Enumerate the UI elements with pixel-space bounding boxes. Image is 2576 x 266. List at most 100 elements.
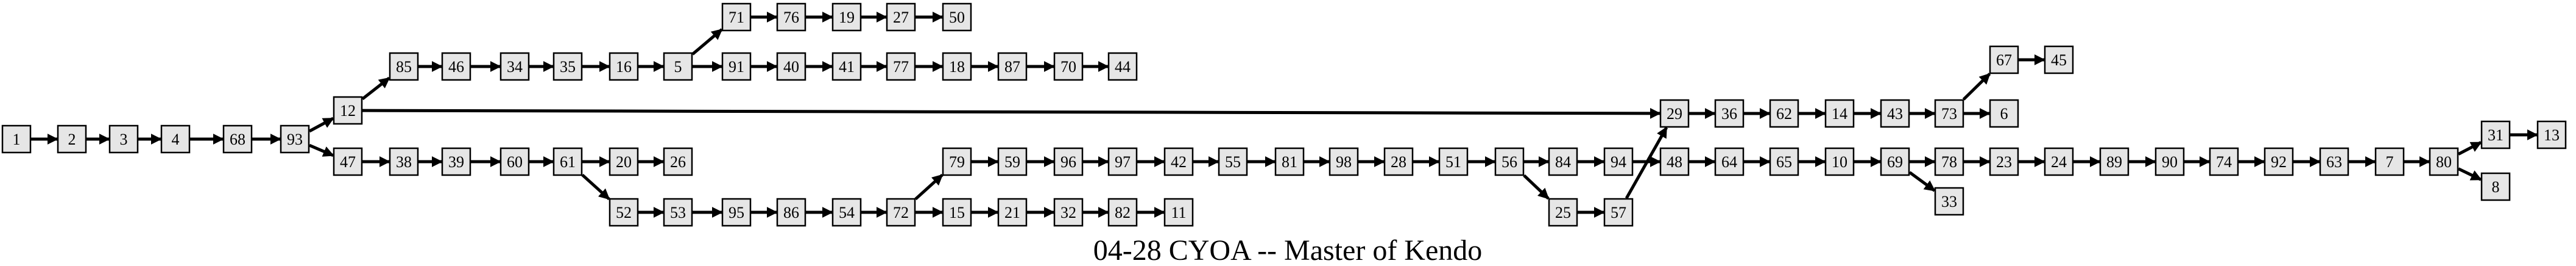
node-box <box>1494 147 1525 176</box>
node-12: 12 <box>333 96 363 125</box>
node-label: 24 <box>2051 153 2067 171</box>
node-box <box>1163 198 1194 227</box>
node-box <box>1329 147 1359 176</box>
node-box <box>1714 99 1745 128</box>
edges-layer <box>31 12 2538 218</box>
node-label: 84 <box>1555 153 1571 171</box>
node-box <box>2044 45 2074 74</box>
node-label: 4 <box>172 131 180 148</box>
node-label: 60 <box>507 153 523 171</box>
node-label: 40 <box>783 58 799 76</box>
node-69: 69 <box>1880 147 1910 176</box>
node-95: 95 <box>721 198 752 227</box>
node-box <box>886 52 916 81</box>
node-box <box>2536 120 2567 149</box>
node-71: 71 <box>721 2 752 32</box>
edge-80-to-31 <box>2457 141 2482 156</box>
node-box <box>663 147 693 176</box>
node-label: 48 <box>1667 153 1682 171</box>
node-box <box>389 52 419 81</box>
node-box <box>776 2 806 32</box>
node-label: 27 <box>893 9 909 26</box>
node-31: 31 <box>2480 120 2511 149</box>
node-box <box>1107 52 1138 81</box>
node-26: 26 <box>663 147 693 176</box>
node-label: 20 <box>616 153 632 171</box>
node-box <box>160 124 191 154</box>
node-label: 54 <box>839 204 855 221</box>
node-label: 39 <box>448 153 464 171</box>
node-80: 80 <box>2429 147 2459 176</box>
node-box <box>721 52 752 81</box>
node-label: 12 <box>340 102 356 120</box>
node-label: 41 <box>839 58 855 76</box>
node-box <box>2374 147 2405 176</box>
node-box <box>942 52 972 81</box>
node-82: 82 <box>1107 198 1138 227</box>
node-box <box>1053 198 1084 227</box>
node-label: 61 <box>560 153 576 171</box>
edge-12-to-29 <box>362 107 1661 119</box>
node-label: 8 <box>2492 178 2500 196</box>
node-label: 15 <box>949 204 965 221</box>
node-35: 35 <box>552 52 583 81</box>
node-72: 72 <box>886 198 916 227</box>
node-label: 67 <box>1996 51 2012 69</box>
node-box <box>1218 147 1248 176</box>
node-box <box>1603 147 1634 176</box>
node-box <box>2480 120 2511 149</box>
node-label: 50 <box>949 9 965 26</box>
node-label: 80 <box>2436 153 2452 171</box>
node-68: 68 <box>222 124 253 154</box>
node-box <box>721 2 752 32</box>
node-74: 74 <box>2209 147 2239 176</box>
node-box <box>1383 147 1414 176</box>
node-box <box>1989 147 2019 176</box>
node-label: 38 <box>396 153 412 171</box>
node-20: 20 <box>609 147 639 176</box>
node-box <box>1880 147 1910 176</box>
node-73: 73 <box>1934 99 1964 128</box>
edge-72-to-79 <box>914 173 944 201</box>
node-box <box>389 147 419 176</box>
node-box <box>1989 99 2019 128</box>
node-label: 32 <box>1060 204 1076 221</box>
edge-5-to-71 <box>691 28 723 56</box>
node-box <box>1934 187 1964 216</box>
node-3: 3 <box>108 124 139 154</box>
node-label: 3 <box>120 131 128 148</box>
node-52: 52 <box>609 198 639 227</box>
node-24: 24 <box>2044 147 2074 176</box>
edge-61-to-52 <box>581 173 610 201</box>
node-label: 14 <box>1832 105 1847 123</box>
node-box <box>1824 147 1855 176</box>
node-25: 25 <box>1548 198 1578 227</box>
node-label: 69 <box>1887 153 1903 171</box>
node-box <box>609 147 639 176</box>
node-label: 46 <box>448 58 464 76</box>
edge-93-to-47 <box>309 143 334 157</box>
node-box <box>1107 147 1138 176</box>
node-label: 86 <box>783 204 799 221</box>
node-76: 76 <box>776 2 806 32</box>
node-label: 16 <box>616 58 632 76</box>
node-label: 92 <box>2271 153 2287 171</box>
node-79: 79 <box>942 147 972 176</box>
node-box <box>2044 147 2074 176</box>
node-46: 46 <box>441 52 471 81</box>
node-23: 23 <box>1989 147 2019 176</box>
node-box <box>776 52 806 81</box>
node-box <box>1880 99 1910 128</box>
node-box <box>942 2 972 32</box>
node-box <box>663 52 693 81</box>
node-78: 78 <box>1934 147 1964 176</box>
node-label: 90 <box>2162 153 2178 171</box>
node-label: 87 <box>1004 58 1020 76</box>
node-15: 15 <box>942 198 972 227</box>
node-label: 98 <box>1336 153 1352 171</box>
node-label: 97 <box>1115 153 1131 171</box>
node-box <box>1989 45 2019 74</box>
node-box <box>609 52 639 81</box>
node-63: 63 <box>2319 147 2349 176</box>
